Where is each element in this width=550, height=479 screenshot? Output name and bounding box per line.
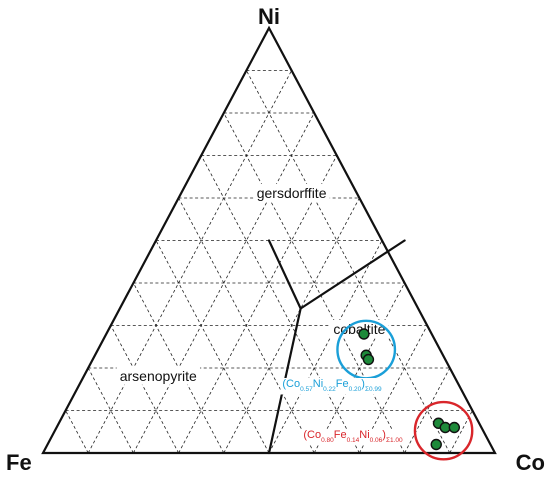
grid-line-fe bbox=[155, 240, 270, 454]
grid-line-co bbox=[178, 155, 338, 454]
grid-line-co bbox=[223, 197, 360, 454]
series-group: (Co0.57Ni0.22Fe0.20)Σ0.99 bbox=[280, 319, 397, 395]
apex-label-co: Co bbox=[516, 450, 545, 475]
triangle-outline bbox=[41, 25, 497, 455]
field-label-background bbox=[330, 320, 389, 338]
field-label-text: gersdorffite bbox=[257, 185, 327, 201]
field-label-arsenopyrite: arsenopyrite bbox=[116, 366, 200, 385]
series-envelope-circle bbox=[413, 400, 474, 461]
field-labels: gersdorffite cobaltite arsenopyrite bbox=[116, 184, 389, 385]
grid-line-fe bbox=[246, 70, 451, 454]
data-series: (Co0.57Ni0.22Fe0.20)Σ0.99 (Co0.80Fe0.14Ni… bbox=[280, 319, 474, 461]
grid-line-co bbox=[313, 282, 405, 454]
grid-line-co bbox=[268, 240, 383, 454]
field-label-gersdorffite: gersdorffite bbox=[253, 184, 330, 202]
series-group: (Co0.80Fe0.14Ni0.06)Σ1.00 bbox=[301, 400, 474, 461]
data-point bbox=[362, 353, 375, 366]
grid-line-fe bbox=[178, 197, 315, 454]
field-boundary-line bbox=[299, 239, 406, 310]
field-label-cobaltite: cobaltite bbox=[330, 320, 389, 338]
formula-label-background bbox=[301, 429, 406, 446]
field-boundary-line bbox=[267, 239, 302, 310]
formula-label: (Co0.80Fe0.14Ni0.06)Σ1.00 bbox=[303, 429, 403, 444]
ternary-grid bbox=[65, 70, 473, 454]
grid-line-fe bbox=[65, 410, 89, 454]
apex-label-fe: Fe bbox=[6, 450, 32, 475]
data-point bbox=[448, 421, 461, 434]
field-label-text: arsenopyrite bbox=[120, 368, 197, 384]
formula-label-background bbox=[280, 378, 385, 395]
grid-line-fe bbox=[110, 325, 179, 454]
field-label-text: cobaltite bbox=[333, 321, 385, 337]
apex-label-ni: Ni bbox=[258, 4, 280, 29]
field-label-background bbox=[253, 184, 330, 202]
grid-line-fe bbox=[200, 155, 360, 454]
formula-label: (Co0.57Ni0.22Fe0.20)Σ0.99 bbox=[282, 378, 382, 393]
field-label-background bbox=[116, 366, 200, 385]
data-point bbox=[358, 328, 370, 340]
data-point bbox=[430, 438, 442, 451]
grid-line-co bbox=[87, 70, 292, 454]
